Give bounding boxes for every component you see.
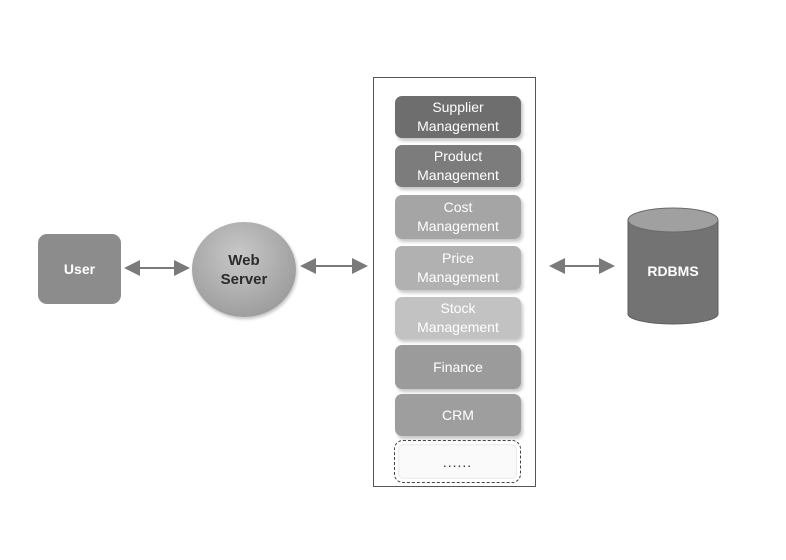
module-label: Supplier Management: [417, 99, 499, 134]
module-label: Finance: [433, 358, 483, 375]
database-cylinder: [627, 207, 719, 325]
module-label: Price Management: [417, 250, 499, 285]
module-label: CRM: [442, 406, 474, 423]
module-stock-management: Stock Management: [395, 297, 521, 339]
module-price-management: Price Management: [395, 246, 521, 290]
application-modules-container: Supplier Management Product Management C…: [373, 77, 536, 487]
user-node: User: [38, 234, 121, 304]
web-server-label: Web Server: [220, 251, 268, 288]
more-modules-placeholder: ......: [394, 440, 521, 483]
user-label: User: [63, 261, 96, 277]
web-server-node: Web Server: [192, 222, 296, 317]
database-label: RDBMS: [647, 263, 699, 279]
more-modules-label: ......: [442, 453, 473, 470]
module-label: Stock Management: [417, 300, 499, 335]
module-cost-management: Cost Management: [395, 195, 521, 239]
module-crm: CRM: [395, 394, 521, 436]
module-finance: Finance: [395, 345, 521, 389]
module-supplier-management: Supplier Management: [395, 96, 521, 138]
module-label: Product Management: [417, 148, 499, 183]
module-label: Cost Management: [417, 199, 499, 234]
module-product-management: Product Management: [395, 145, 521, 187]
